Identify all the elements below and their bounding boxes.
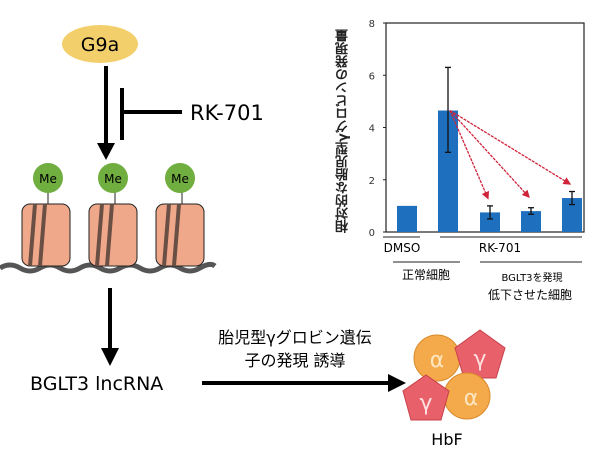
bar: [562, 198, 582, 232]
reduction-arrow: [449, 110, 530, 199]
induction-text-2: 子の発現 誘導: [244, 351, 345, 370]
dmso-label: DMSO: [384, 241, 421, 255]
svg-text:γ: γ: [473, 347, 486, 372]
bar-chart: 0 2 4 6 8 DMSO RK-701 正常細胞 BGLT3を発現 低下させた細胞: [369, 19, 585, 302]
plot-frame: [385, 22, 585, 233]
nucleosomes: Me Me Me: [0, 163, 217, 274]
arrow-head-icon: [388, 374, 406, 392]
me-label: Me: [104, 172, 122, 186]
y-tick-label: 0: [369, 228, 375, 239]
g9a-label: G9a: [81, 34, 119, 56]
y-tick-label: 4: [369, 124, 375, 135]
hbf-label: HbF: [431, 430, 462, 449]
induction-text-1: 胎児型γグロビン遺伝: [218, 328, 371, 347]
normal-cells-label: 正常細胞: [402, 268, 450, 282]
inhibitor-label: RK-701: [190, 101, 264, 125]
y-tick-label: 8: [369, 19, 375, 30]
me-label: Me: [171, 172, 189, 186]
hbf-molecule: α γ α γ: [402, 329, 506, 421]
bglt3-label-2: 低下させた細胞: [488, 288, 572, 302]
bar: [521, 211, 541, 232]
bar: [438, 110, 458, 232]
bglt3-label-1: BGLT3を発現: [501, 271, 562, 284]
svg-text:α: α: [464, 386, 479, 411]
arrow-head-icon: [101, 348, 119, 366]
bar: [480, 212, 500, 232]
bar: [397, 205, 417, 232]
arrow-head-icon: [97, 143, 115, 160]
y-tick-label: 2: [369, 176, 375, 187]
g9a-ellipse: [62, 25, 138, 63]
lncrna-label: BGLT3 lncRNA: [30, 373, 163, 395]
y-tick-label: 6: [369, 71, 375, 82]
y-axis-label: 相対的な胎児型γグロビンの発現量: [336, 29, 351, 233]
svg-text:α: α: [430, 348, 445, 373]
rk701-label: RK-701: [479, 241, 521, 255]
me-label: Me: [39, 172, 57, 186]
svg-text:γ: γ: [419, 391, 432, 416]
reduction-arrow: [449, 109, 572, 185]
